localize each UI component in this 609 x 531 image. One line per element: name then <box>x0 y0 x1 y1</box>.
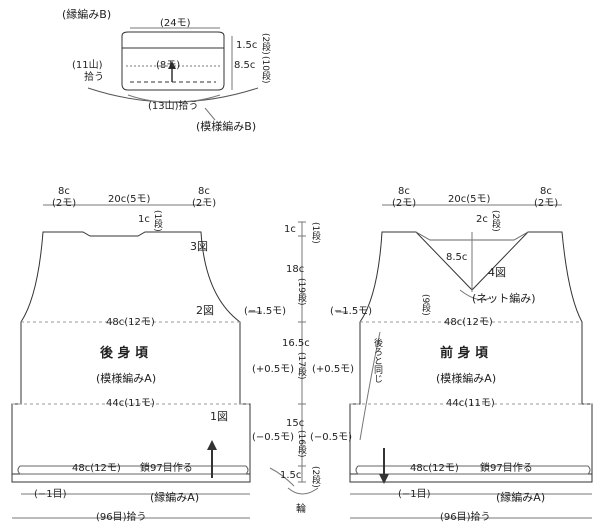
front-neck-2-rows: (2段) <box>490 210 500 232</box>
front-net-stitch: (ネット編み) <box>472 292 536 305</box>
rows-17: (17段) <box>296 352 306 380</box>
back-side-decrease: (−0.5モ) <box>252 432 295 443</box>
rows-2: (2段) <box>310 466 320 488</box>
front-same-as-back: 後ろと同じ <box>372 338 382 383</box>
collar-edging-b-label: (縁編みB) <box>62 8 112 21</box>
back-chain-cast-on: 鎖97目作る <box>140 463 193 474</box>
front-title: 前 身 頃 <box>440 346 489 361</box>
front-top-left-stitches: (2モ) <box>392 198 417 209</box>
back-armhole-decrease: (−1.5モ) <box>244 306 287 317</box>
front-pick-96: (96目)拾う <box>440 512 491 523</box>
collar-height-85: 8.5c <box>234 60 256 71</box>
back-figure-2: 2図 <box>196 304 214 317</box>
back-edging-a: (縁編みA) <box>150 491 200 504</box>
back-side-increase: (+0.5モ) <box>252 364 295 375</box>
in-the-round-label: 輪 <box>296 504 306 515</box>
front-pattern-a: (模様編みA) <box>436 372 497 385</box>
front-knit-arrow-head <box>379 474 389 484</box>
back-top-right-stitches: (2モ) <box>192 198 217 209</box>
front-side-decrease: (−0.5モ) <box>310 432 353 443</box>
collar-24-stitches: (24モ) <box>160 18 191 29</box>
rows-1: (1段) <box>310 222 320 244</box>
collar-pattern-b: (模様編みB) <box>196 120 257 133</box>
back-neck-depth: 1c <box>138 214 150 225</box>
collar-pick-label: 拾う <box>84 72 104 83</box>
collar-rows-10: (10段) <box>260 56 270 84</box>
back-width-48-bottom: 48c(12モ) <box>72 463 121 474</box>
back-knit-arrow-head <box>207 440 217 450</box>
front-top-left-width: 8c <box>398 186 410 197</box>
height-15c: 15c <box>286 418 305 429</box>
back-pick-96: (96目)拾う <box>96 512 147 523</box>
back-figure-1: 1図 <box>210 410 228 423</box>
front-neck-2c: 2c <box>476 214 488 225</box>
collar-pick-13: (13山)拾う <box>148 101 199 112</box>
collar-outline <box>121 31 225 91</box>
back-title: 後 身 頃 <box>100 346 149 361</box>
front-neck-8-5c: 8.5c <box>446 252 468 263</box>
front-width-44: 44c(11モ) <box>446 398 495 409</box>
front-width-48-bottom: 48c(12モ) <box>410 463 459 474</box>
collar-8-stitches: (8モ) <box>156 60 181 71</box>
collar-height-15: 1.5c <box>236 40 258 51</box>
back-top-left-width: 8c <box>58 186 70 197</box>
back-pattern-a: (模様編みA) <box>96 372 157 385</box>
height-1-5c: 1.5c <box>280 470 302 481</box>
back-width-48-top: 48c(12モ) <box>106 317 155 328</box>
back-neck-rows: (1段) <box>152 210 162 232</box>
rows-16: (16段) <box>296 430 306 458</box>
back-minus-one-stitch: (−1目) <box>34 489 67 500</box>
front-neck-9-rows: (9段) <box>420 294 430 316</box>
front-side-increase: (+0.5モ) <box>312 364 355 375</box>
front-figure-4: 4図 <box>488 266 506 279</box>
back-top-left-stitches: (2モ) <box>52 198 77 209</box>
front-minus-one-stitch: (−1目) <box>398 489 431 500</box>
collar-knit-arrow-head <box>168 61 176 69</box>
height-18c: 18c <box>286 264 305 275</box>
rows-19: (19段) <box>296 278 306 306</box>
collar-rows-2: (2段) <box>260 33 270 55</box>
front-chain-cast-on: 鎖97目作る <box>480 463 533 474</box>
back-top-center-width: 20c(5モ) <box>108 194 151 205</box>
back-width-44: 44c(11モ) <box>106 398 155 409</box>
front-armhole-decrease: (−1.5モ) <box>330 306 373 317</box>
front-top-center-width: 20c(5モ) <box>448 194 491 205</box>
back-outline <box>11 231 251 483</box>
back-figure-3: 3図 <box>190 240 208 253</box>
collar-pick-11: (11山) <box>72 60 103 71</box>
front-edging-a: (縁編みA) <box>496 491 546 504</box>
front-width-48-top: 48c(12モ) <box>444 317 493 328</box>
height-1c: 1c <box>284 224 296 235</box>
front-top-right-width: 8c <box>540 186 552 197</box>
front-top-right-stitches: (2モ) <box>534 198 559 209</box>
back-top-right-width: 8c <box>198 186 210 197</box>
height-16-5c: 16.5c <box>282 338 310 349</box>
